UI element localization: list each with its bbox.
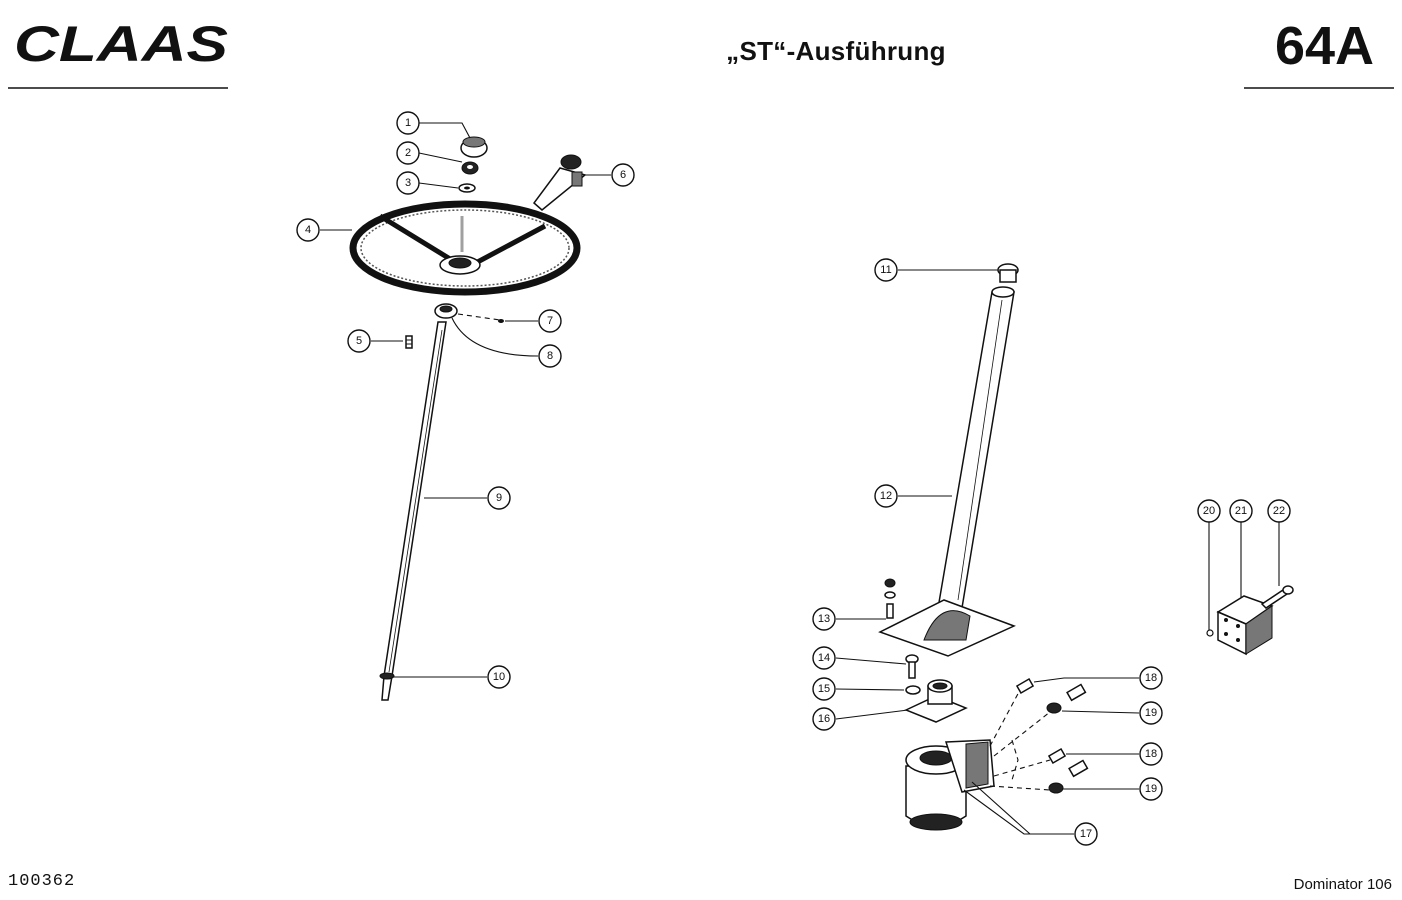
- callout-9: 9: [487, 486, 511, 510]
- hose-fittings: [1015, 678, 1089, 794]
- small-washer: [1206, 629, 1214, 637]
- adjusting-lever: [532, 154, 587, 211]
- callout-19-lower: 19: [1139, 777, 1163, 801]
- callout-label: 16: [818, 713, 830, 725]
- callout-label: 12: [880, 490, 892, 502]
- spring-pin: [405, 335, 413, 349]
- claas-logo: CLAAS: [14, 18, 228, 70]
- callout-18-upper: 18: [1139, 666, 1163, 690]
- callout-14: 14: [812, 646, 836, 670]
- callout-label: 3: [405, 177, 411, 189]
- locking-ball: [498, 319, 504, 323]
- callout-13: 13: [812, 607, 836, 631]
- callout-label: 15: [818, 683, 830, 695]
- callout-22: 22: [1267, 499, 1291, 523]
- callout-17: 17: [1074, 822, 1098, 846]
- machine-model: Dominator 106: [1293, 876, 1392, 893]
- column-bolt-set: [884, 578, 896, 619]
- steering-unit: [905, 739, 995, 831]
- document-number: 100362: [8, 872, 76, 891]
- callout-label: 2: [405, 147, 411, 159]
- callout-20: 20: [1197, 499, 1221, 523]
- callout-label: 8: [547, 350, 553, 362]
- mounting-screw: [1260, 585, 1294, 609]
- flange-washer: [905, 685, 921, 695]
- steering-column-tube: [878, 286, 1016, 657]
- callout-label: 21: [1235, 505, 1247, 517]
- hub-nut: [461, 161, 479, 175]
- callout-18-lower: 18: [1139, 742, 1163, 766]
- callout-3: 3: [396, 171, 420, 195]
- callout-label: 11: [880, 264, 891, 276]
- washer: [458, 183, 476, 193]
- callout-label: 13: [818, 613, 830, 625]
- column-bushing: [997, 263, 1019, 283]
- callout-label: 19: [1145, 707, 1157, 719]
- callout-21: 21: [1229, 499, 1253, 523]
- callout-7: 7: [538, 309, 562, 333]
- flange-bolt: [905, 654, 919, 679]
- mounting-block: [1216, 595, 1274, 656]
- callout-19-upper: 19: [1139, 701, 1163, 725]
- callout-label: 7: [547, 315, 553, 327]
- callout-label: 9: [496, 492, 502, 504]
- callout-11: 11: [874, 258, 898, 282]
- steering-wheel: [349, 200, 581, 296]
- callout-label: 18: [1145, 672, 1157, 684]
- callout-label: 4: [305, 224, 311, 236]
- callout-label: 18: [1145, 748, 1157, 760]
- callout-6: 6: [611, 163, 635, 187]
- callout-12: 12: [874, 484, 898, 508]
- callout-1: 1: [396, 111, 420, 135]
- steering-shaft: [379, 321, 447, 701]
- callout-2: 2: [396, 141, 420, 165]
- callout-label: 10: [493, 671, 505, 683]
- brand-logo-text: CLAAS: [14, 18, 228, 70]
- shaft-collar: [434, 303, 458, 319]
- page-title: „ST“-Ausführung: [726, 36, 946, 66]
- callout-label: 17: [1080, 828, 1092, 840]
- callout-label: 14: [818, 652, 830, 664]
- callout-8: 8: [538, 344, 562, 368]
- callout-5: 5: [347, 329, 371, 353]
- hose-lines: [989, 689, 1051, 791]
- callout-label: 22: [1273, 505, 1285, 517]
- callout-label: 19: [1145, 783, 1157, 795]
- hub-cap: [460, 136, 488, 158]
- callout-label: 6: [620, 169, 626, 181]
- callout-label: 20: [1203, 505, 1215, 517]
- callout-label: 1: [405, 117, 411, 129]
- callout-15: 15: [812, 677, 836, 701]
- callout-4: 4: [296, 218, 320, 242]
- callout-label: 5: [356, 335, 362, 347]
- leader-lines: [320, 122, 1280, 835]
- callout-16: 16: [812, 707, 836, 731]
- steering-flange: [904, 679, 968, 723]
- page-number: 64A: [1274, 16, 1374, 76]
- callout-10: 10: [487, 665, 511, 689]
